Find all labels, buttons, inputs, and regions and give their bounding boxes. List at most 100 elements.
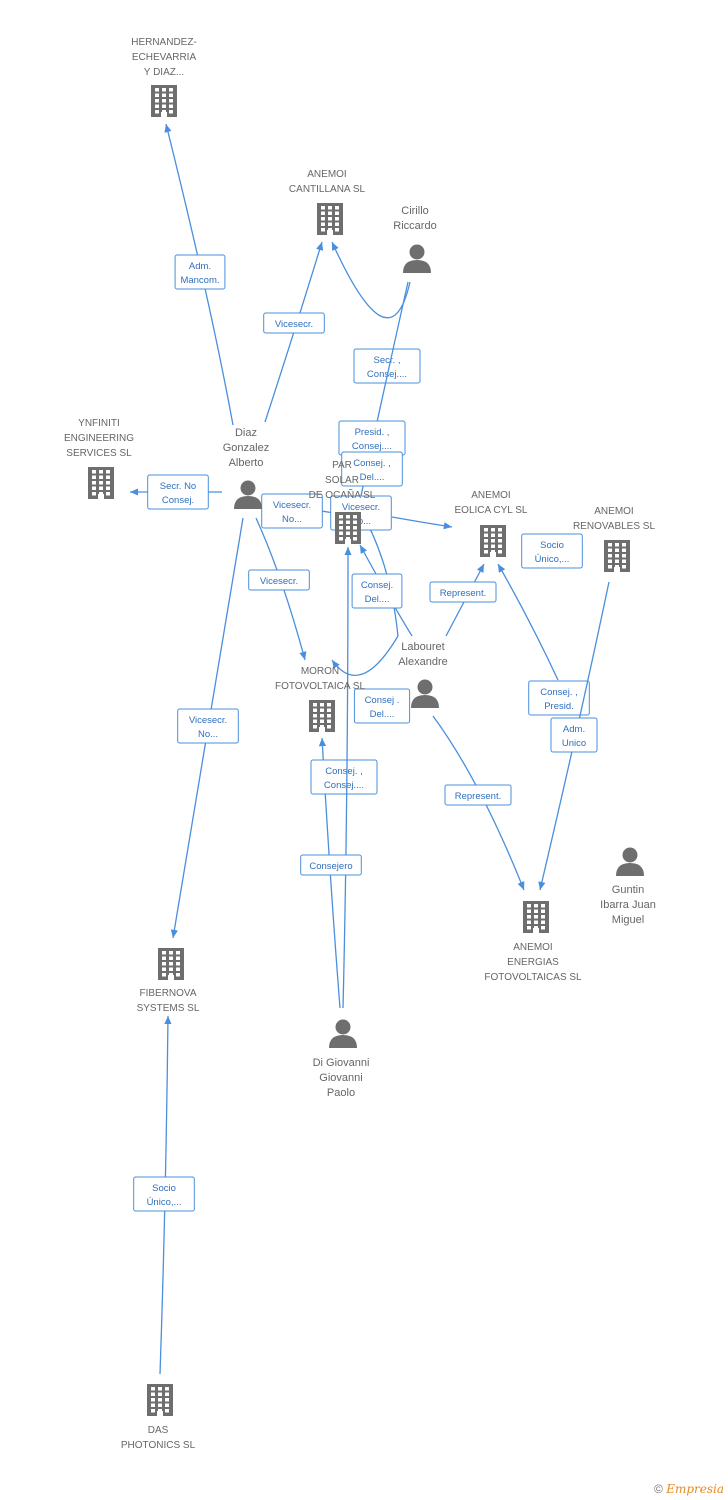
edge-label[interactable]: Consej .Del.... xyxy=(353,688,411,724)
node-label[interactable]: ANEMOI xyxy=(594,506,633,517)
building-icon[interactable] xyxy=(335,512,361,544)
edge-label-text: Mancom. xyxy=(180,275,219,286)
node-label[interactable]: DAS xyxy=(148,1425,169,1436)
edge-label[interactable]: Vicesecr.No... xyxy=(177,708,239,744)
edge-label-text: Consej. , xyxy=(353,458,391,469)
building-icon[interactable] xyxy=(88,467,114,499)
node-moron[interactable]: MORON FOTOVOLTAICA SL xyxy=(275,666,365,732)
node-renovables[interactable]: ANEMOI RENOVABLES SL xyxy=(573,506,656,572)
node-label[interactable]: Labouret xyxy=(401,641,444,653)
node-label[interactable]: FOTOVOLTAICA SL xyxy=(275,681,365,692)
node-label[interactable]: SERVICES SL xyxy=(66,448,132,459)
node-label[interactable]: PAR xyxy=(332,460,352,471)
node-label[interactable]: Ibarra Juan xyxy=(600,899,656,911)
edge-labouret-to-energias: Represent. xyxy=(432,715,525,891)
node-label[interactable]: HERNANDEZ- xyxy=(131,37,197,48)
building-icon[interactable] xyxy=(317,203,343,235)
person-icon[interactable] xyxy=(403,244,431,274)
node-label[interactable]: EOLICA CYL SL xyxy=(455,505,528,516)
building-icon[interactable] xyxy=(147,1384,173,1416)
node-label[interactable]: Di Giovanni xyxy=(313,1057,370,1069)
node-energias[interactable]: ANEMOI ENERGIAS FOTOVOLTAICAS SL xyxy=(484,901,582,983)
node-fibernova[interactable]: FIBERNOVA SYSTEMS SL xyxy=(137,948,200,1014)
node-label[interactable]: Giovanni xyxy=(319,1072,362,1084)
node-label[interactable]: Paolo xyxy=(327,1087,355,1099)
node-label[interactable]: Riccardo xyxy=(393,220,436,232)
edge-label[interactable]: Represent. xyxy=(444,784,512,806)
node-label[interactable]: Cirillo xyxy=(401,205,429,217)
edge-diaz-to-parque: Vicesecr.No... xyxy=(261,493,346,529)
building-icon[interactable] xyxy=(604,540,630,572)
edge-label[interactable]: SocioÚnico,... xyxy=(133,1176,195,1212)
edge-label-text: Consej.... xyxy=(352,441,392,452)
edge-label[interactable]: Vicesecr.No... xyxy=(261,493,323,529)
person-icon[interactable] xyxy=(411,679,439,709)
building-icon[interactable] xyxy=(480,525,506,557)
edge-label[interactable]: Consej.Del.... xyxy=(351,573,403,609)
edge-label[interactable]: Adm.Mancom. xyxy=(174,254,226,290)
node-label[interactable]: ANEMOI xyxy=(307,169,346,180)
building-icon[interactable] xyxy=(158,948,184,980)
node-label[interactable]: FIBERNOVA xyxy=(139,988,196,999)
edge-label[interactable]: Presid. ,Consej.... xyxy=(338,420,406,456)
edge-cirillo-to-parque: Presid. ,Consej.... xyxy=(338,281,409,511)
node-das[interactable]: DAS PHOTONICS SL xyxy=(121,1384,196,1451)
edge-label[interactable]: Consej. ,Consej.... xyxy=(310,759,378,795)
node-label[interactable]: ANEMOI xyxy=(471,490,510,501)
node-hernandez[interactable]: HERNANDEZ- ECHEVARRIA Y DIAZ... xyxy=(131,37,197,117)
node-label[interactable]: ECHEVARRIA xyxy=(132,52,197,63)
node-label[interactable]: MORON xyxy=(301,666,339,677)
person-icon[interactable] xyxy=(234,480,262,510)
node-label[interactable]: ANEMOI xyxy=(513,942,552,953)
node-label[interactable]: DE OCAÑA SL xyxy=(309,488,376,501)
node-label[interactable]: ENGINEERING xyxy=(64,433,134,444)
person-icon[interactable] xyxy=(329,1019,357,1049)
node-eolica[interactable]: ANEMOI EOLICA CYL SL xyxy=(455,490,528,557)
edge-guntin-to-eolica: Consej. ,Presid. xyxy=(497,563,590,716)
edge-label-text: Consej. xyxy=(162,495,194,506)
node-label[interactable]: RENOVABLES SL xyxy=(573,521,656,532)
node-cantillana[interactable]: ANEMOI CANTILLANA SL xyxy=(289,169,366,235)
node-label[interactable]: Diaz xyxy=(235,427,257,439)
node-ynfiniti[interactable]: YNFINITI ENGINEERING SERVICES SL xyxy=(64,418,134,499)
node-label[interactable]: Alberto xyxy=(229,457,264,469)
node-label[interactable]: SYSTEMS SL xyxy=(137,1003,200,1014)
edge-label[interactable]: Vicesecr. xyxy=(263,312,325,334)
node-label[interactable]: Y DIAZ... xyxy=(144,67,184,78)
edge-line xyxy=(391,516,453,530)
edge-digiovanni-to-moron: Consej. ,Consej.... xyxy=(310,737,378,1009)
edge-label-text: Represent. xyxy=(455,791,501,802)
edge-label-text: Del.... xyxy=(360,472,385,483)
edge-label[interactable]: Consej. , Del.... xyxy=(341,451,403,487)
edge-label[interactable]: Represent. xyxy=(429,581,497,603)
edge-label[interactable]: Adm.Unico xyxy=(550,717,598,753)
building-icon[interactable] xyxy=(309,700,335,732)
node-label[interactable]: Gonzalez xyxy=(223,442,269,454)
node-label[interactable]: Guntin xyxy=(612,884,644,896)
node-label[interactable]: PHOTONICS SL xyxy=(121,1440,196,1451)
building-icon[interactable] xyxy=(523,901,549,933)
node-label[interactable]: YNFINITI xyxy=(78,418,120,429)
node-label[interactable]: CANTILLANA SL xyxy=(289,184,366,195)
edge-label[interactable]: Consej. ,Presid. xyxy=(528,680,590,716)
node-parque[interactable]: PAR SOLAR DE OCAÑA SL xyxy=(309,460,376,544)
person-icon[interactable] xyxy=(616,847,644,877)
building-icon[interactable] xyxy=(151,85,177,117)
node-label[interactable]: ENERGIAS xyxy=(507,957,559,968)
brand-logo[interactable]: Empresia xyxy=(666,1482,724,1496)
node-label[interactable]: SOLAR xyxy=(325,475,359,486)
edge-label[interactable]: Vicesecr. xyxy=(248,569,310,591)
node-label[interactable]: FOTOVOLTAICAS SL xyxy=(484,972,582,983)
edges-layer: Adm.Mancom.Vicesecr.Secr. ,Consej....Pre… xyxy=(130,123,610,1375)
edge-label[interactable]: Consejero xyxy=(300,854,362,876)
node-label[interactable]: Miguel xyxy=(612,914,644,926)
node-label[interactable]: Alexandre xyxy=(398,656,448,668)
edge-label[interactable]: SocioÚnico,... xyxy=(521,533,583,569)
